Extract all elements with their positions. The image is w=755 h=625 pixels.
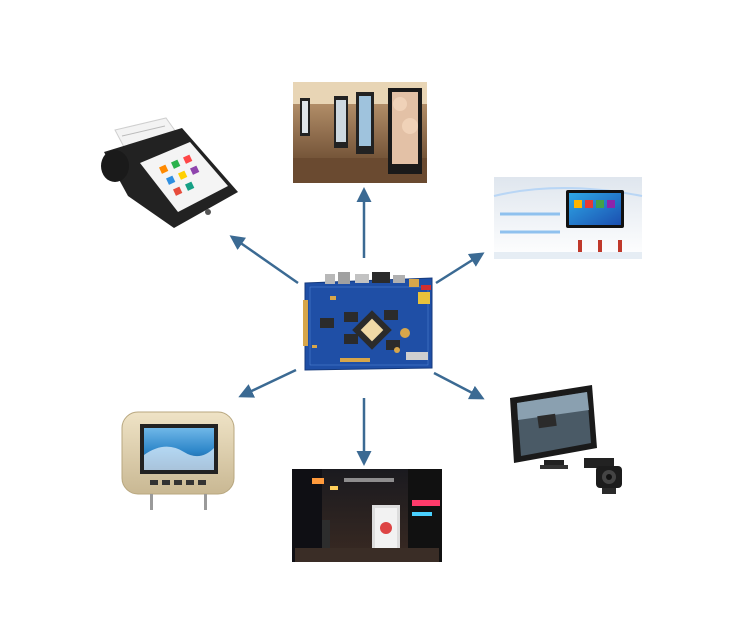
arrows: [229, 187, 485, 466]
arrow-to-headrest-monitor: [238, 368, 297, 398]
arrow-to-pos-terminal: [229, 235, 299, 285]
circuit-board-icon: [303, 272, 433, 371]
car-headrest-monitor-icon: [121, 411, 235, 510]
digital-signage-kiosk-icon: [293, 82, 427, 183]
rearview-monitor-camera-icon: [510, 385, 622, 494]
arrow-to-rearview-monitor: [433, 371, 485, 400]
wall-display-showroom-icon: [493, 177, 643, 259]
arrow-to-wall-display: [435, 252, 485, 285]
street-advertising-display-icon: [292, 469, 442, 562]
pos-terminal-icon: [101, 117, 238, 228]
